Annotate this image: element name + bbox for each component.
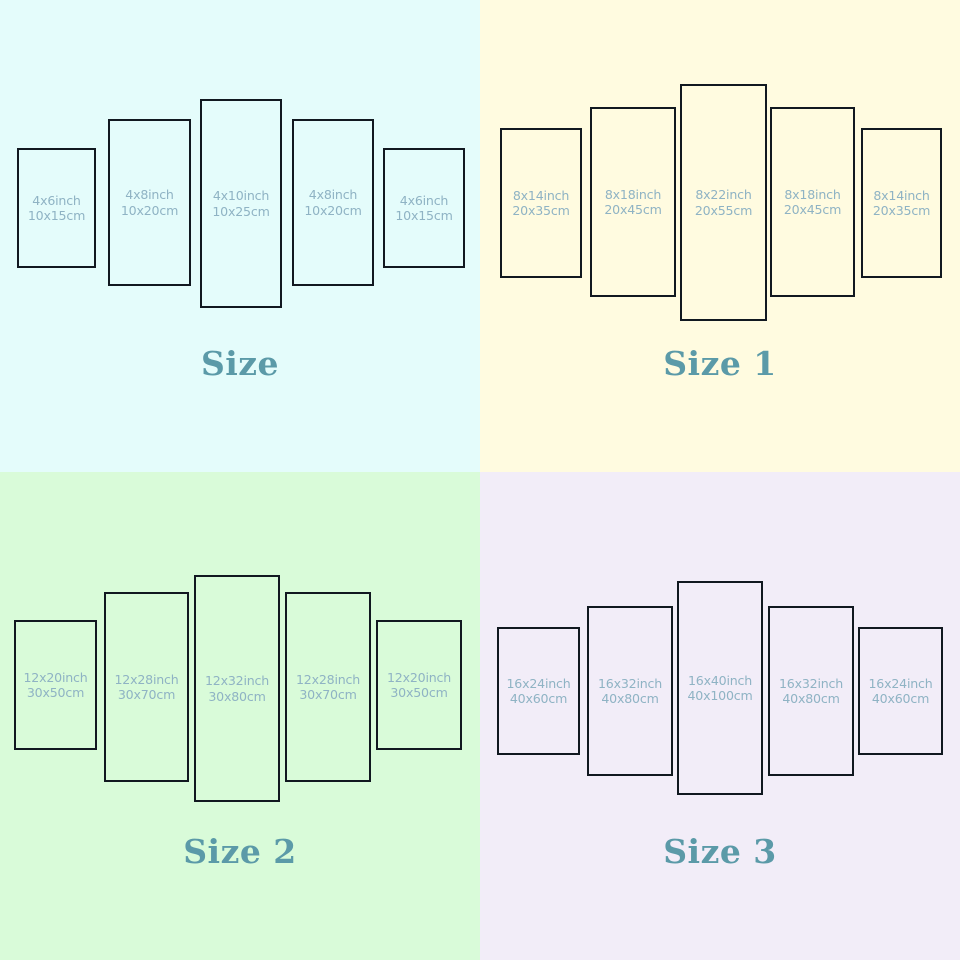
panel-size-inches: 16x32inch xyxy=(778,675,844,691)
quadrant-title-size-1: Size 1 xyxy=(663,344,777,383)
quadrant-title-size-2: Size 2 xyxy=(183,832,297,871)
panel-size-inches: 8x14inch xyxy=(512,187,570,203)
quadrant-title-size: Size xyxy=(200,344,280,383)
panel-size-centimeters: 10x25cm xyxy=(212,203,270,219)
panel-size-inches: 12x28inch xyxy=(114,671,179,687)
panel-size-centimeters: 20x35cm xyxy=(512,203,570,218)
panel-size-inches: 16x32inch xyxy=(597,675,663,691)
panel-size-centimeters: 30x80cm xyxy=(208,688,266,704)
panel-size-centimeters: 40x100cm xyxy=(687,688,753,703)
panel-size-centimeters: 10x20cm xyxy=(120,202,179,218)
panel-size-inches: 12x32inch xyxy=(204,673,270,688)
panel-size-centimeters: 40x80cm xyxy=(782,691,840,706)
panel-size-centimeters: 10x20cm xyxy=(304,202,362,218)
panel-size-inches: 8x18inch xyxy=(784,186,841,202)
panel-size-inches: 8x14inch xyxy=(873,187,930,203)
panel-size-inches: 12x20inch xyxy=(23,669,88,685)
panel-size-centimeters: 10x15cm xyxy=(27,208,86,223)
panel-size-inches: 8x18inch xyxy=(604,186,662,202)
panel-size-centimeters: 40x60cm xyxy=(871,691,930,706)
panel-size-inches: 4x8inch xyxy=(308,187,358,202)
panel-size-inches: 16x24inch xyxy=(868,675,933,691)
panel-size-inches: 12x28inch xyxy=(295,671,361,687)
panel-size-centimeters: 10x15cm xyxy=(395,208,453,223)
panel-size-inches: 8x22inch xyxy=(695,187,752,202)
panel-size-inches: 16x40inch xyxy=(687,672,753,688)
panel-size-centimeters: 20x55cm xyxy=(694,202,753,218)
panel-size-inches: 16x24inch xyxy=(506,675,571,691)
panel-size-centimeters: 20x45cm xyxy=(783,202,842,217)
panel-size-inches: 4x6inch xyxy=(399,192,449,208)
panel-size-inches: 12x20inch xyxy=(386,669,452,685)
panel-size-centimeters: 20x45cm xyxy=(604,202,662,217)
panel-size-centimeters: 40x60cm xyxy=(509,691,568,706)
panel-size-inches: 4x6inch xyxy=(32,192,81,208)
panel-size-centimeters: 30x70cm xyxy=(117,687,176,702)
panel-size-inches: 4x10inch xyxy=(212,188,270,203)
panel-size-centimeters: 30x50cm xyxy=(390,685,448,700)
panel-size-centimeters: 20x35cm xyxy=(872,203,931,218)
quadrant-title-size-3: Size 3 xyxy=(663,832,777,871)
panel-size-centimeters: 30x70cm xyxy=(299,687,357,702)
panel-size-centimeters: 40x80cm xyxy=(601,691,659,706)
panel-size-inches: 4x8inch xyxy=(125,187,174,202)
panel-size-centimeters: 30x50cm xyxy=(26,685,85,700)
